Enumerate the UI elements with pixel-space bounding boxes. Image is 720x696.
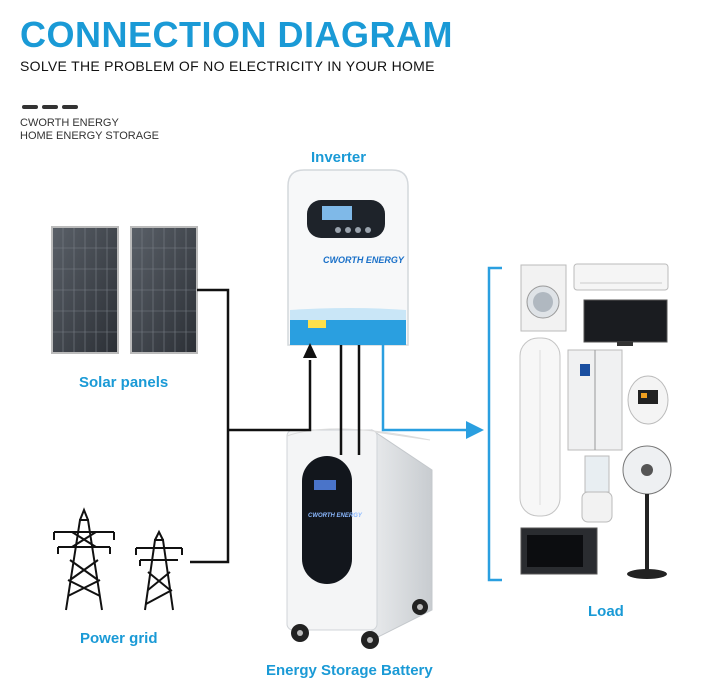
battery-wheels bbox=[291, 599, 428, 649]
blender bbox=[581, 455, 613, 523]
solar-panel-left bbox=[51, 226, 119, 354]
inverter-label: Inverter bbox=[311, 149, 367, 166]
appliances bbox=[519, 263, 672, 579]
electric-fan bbox=[622, 445, 672, 579]
output-to-load bbox=[381, 266, 502, 582]
load-bracket bbox=[487, 266, 502, 582]
power-tower-right bbox=[135, 529, 183, 611]
standing-air-conditioner bbox=[519, 337, 561, 517]
air-conditioner bbox=[573, 263, 669, 291]
solar-panels-label: Solar panels bbox=[79, 374, 169, 391]
battery-unit bbox=[286, 428, 433, 649]
brand-line-1: CWORTH ENERGY bbox=[20, 117, 119, 129]
refrigerator bbox=[567, 349, 623, 451]
arrow-to-inverter bbox=[303, 343, 317, 358]
load-label: Load bbox=[588, 603, 624, 620]
power-tower-left bbox=[53, 507, 115, 611]
arrow-to-load bbox=[466, 421, 484, 439]
battery-display-panel bbox=[302, 456, 352, 584]
power-grid-label: Power grid bbox=[80, 630, 158, 647]
solar-panel-right bbox=[130, 226, 198, 354]
page-subtitle: SOLVE THE PROBLEM OF NO ELECTRICITY IN Y… bbox=[20, 58, 435, 74]
battery-label: Energy Storage Battery bbox=[266, 662, 433, 679]
decorative-dashes bbox=[22, 96, 82, 114]
page-title: CONNECTION DIAGRAM bbox=[20, 14, 453, 55]
battery-logo: CWORTH ENERGY bbox=[308, 513, 363, 519]
television bbox=[583, 299, 668, 346]
connection-lines bbox=[190, 288, 361, 564]
solar-panels bbox=[51, 226, 198, 354]
power-grid-towers bbox=[53, 507, 183, 611]
washing-machine bbox=[520, 264, 567, 332]
inverter-logo: CWORTH ENERGY bbox=[323, 255, 405, 265]
brand-line-2: HOME ENERGY STORAGE bbox=[20, 130, 159, 142]
inverter-unit bbox=[287, 169, 409, 346]
microwave-oven bbox=[520, 527, 598, 575]
rice-cooker bbox=[627, 375, 669, 425]
